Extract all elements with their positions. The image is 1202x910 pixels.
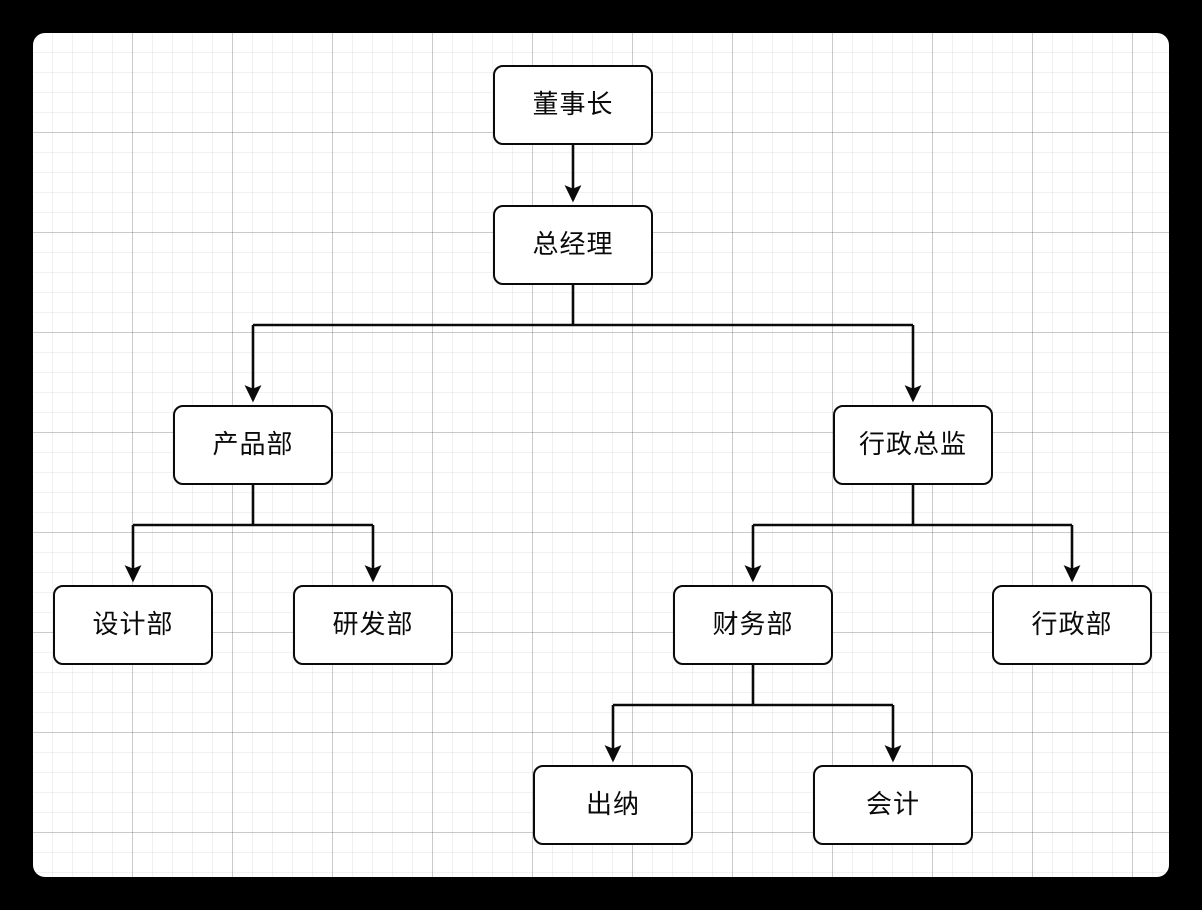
node-cashier[interactable]: 出纳 [533, 765, 693, 845]
node-administration-department[interactable]: 行政部 [992, 585, 1152, 665]
node-accountant[interactable]: 会计 [813, 765, 973, 845]
node-product-department[interactable]: 产品部 [173, 405, 333, 485]
node-design-department[interactable]: 设计部 [53, 585, 213, 665]
node-finance-department[interactable]: 财务部 [673, 585, 833, 665]
node-administrative-director[interactable]: 行政总监 [833, 405, 993, 485]
node-general-manager[interactable]: 总经理 [493, 205, 653, 285]
node-chairman[interactable]: 董事长 [493, 65, 653, 145]
diagram-canvas[interactable]: 董事长 总经理 产品部 行政总监 设计部 研发部 财务部 行政部 出纳 会计 [33, 33, 1169, 877]
node-rnd-department[interactable]: 研发部 [293, 585, 453, 665]
